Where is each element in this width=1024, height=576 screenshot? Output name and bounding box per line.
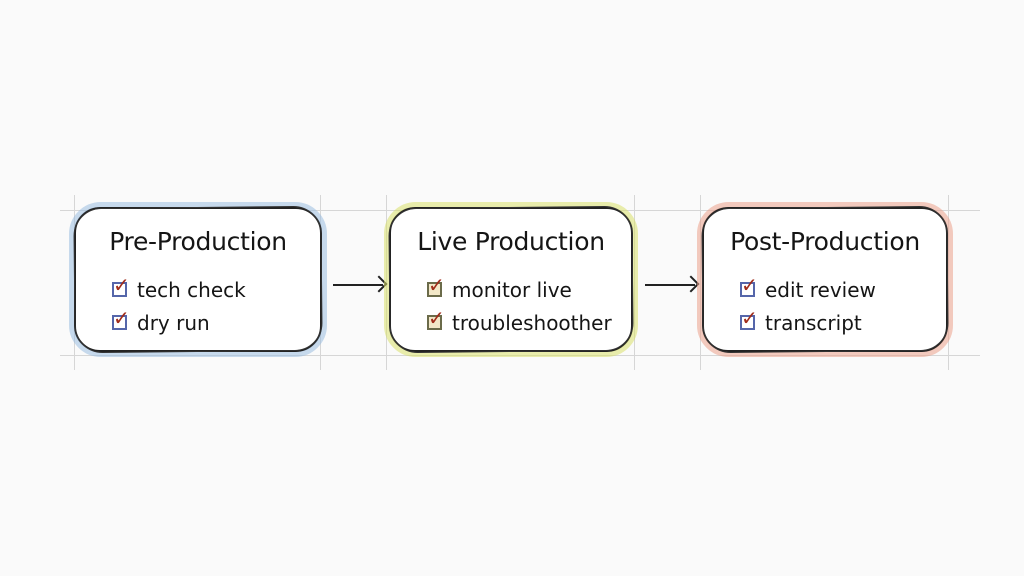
- checkmark-icon: ✓: [741, 306, 758, 330]
- checklist-item: ✓ monitor live: [427, 273, 612, 306]
- checkbox-checked-icon: ✓: [112, 308, 130, 330]
- checklist-item-label: troubleshoother: [452, 310, 612, 335]
- checkmark-icon: ✓: [113, 273, 130, 297]
- checkmark-icon: ✓: [428, 306, 445, 330]
- checkmark-icon: ✓: [113, 306, 130, 330]
- checkbox-checked-icon: ✓: [427, 308, 445, 330]
- stage-title: Live Production: [417, 227, 605, 256]
- checklist-item-label: tech check: [137, 277, 246, 302]
- guide-line: [634, 195, 635, 370]
- checkbox-checked-icon: ✓: [427, 275, 445, 297]
- arrow-head-icon: [682, 275, 700, 293]
- checklist-item: ✓ tech check: [112, 273, 246, 306]
- checkbox-checked-icon: ✓: [740, 308, 758, 330]
- checklist-item-label: monitor live: [452, 277, 572, 302]
- checkbox-checked-icon: ✓: [112, 275, 130, 297]
- guide-line: [948, 195, 949, 370]
- checklist: ✓ tech check ✓ dry run: [112, 273, 246, 339]
- stage-title: Pre-Production: [109, 227, 287, 256]
- arrow-connector: [645, 275, 700, 293]
- checkmark-icon: ✓: [741, 273, 758, 297]
- checklist-item: ✓ dry run: [112, 306, 246, 339]
- checklist-item-label: edit review: [765, 277, 876, 302]
- arrow-connector: [333, 275, 388, 293]
- checklist: ✓ edit review ✓ transcript: [740, 273, 876, 339]
- checklist: ✓ monitor live ✓ troubleshoother: [427, 273, 612, 339]
- checklist-item: ✓ transcript: [740, 306, 876, 339]
- checkmark-icon: ✓: [428, 273, 445, 297]
- checklist-item-label: dry run: [137, 310, 210, 335]
- checklist-item-label: transcript: [765, 310, 862, 335]
- checklist-item: ✓ troubleshoother: [427, 306, 612, 339]
- stage-title: Post-Production: [730, 227, 920, 256]
- stage-card-live-production: Live Production ✓ monitor live ✓ trouble…: [384, 202, 638, 357]
- arrow-head-icon: [370, 275, 388, 293]
- guide-line: [700, 195, 701, 370]
- stage-card-pre-production: Pre-Production ✓ tech check ✓ dry run: [69, 202, 327, 357]
- guide-line: [60, 355, 980, 356]
- stage-card-post-production: Post-Production ✓ edit review ✓ transcri…: [697, 202, 953, 357]
- checkbox-checked-icon: ✓: [740, 275, 758, 297]
- checklist-item: ✓ edit review: [740, 273, 876, 306]
